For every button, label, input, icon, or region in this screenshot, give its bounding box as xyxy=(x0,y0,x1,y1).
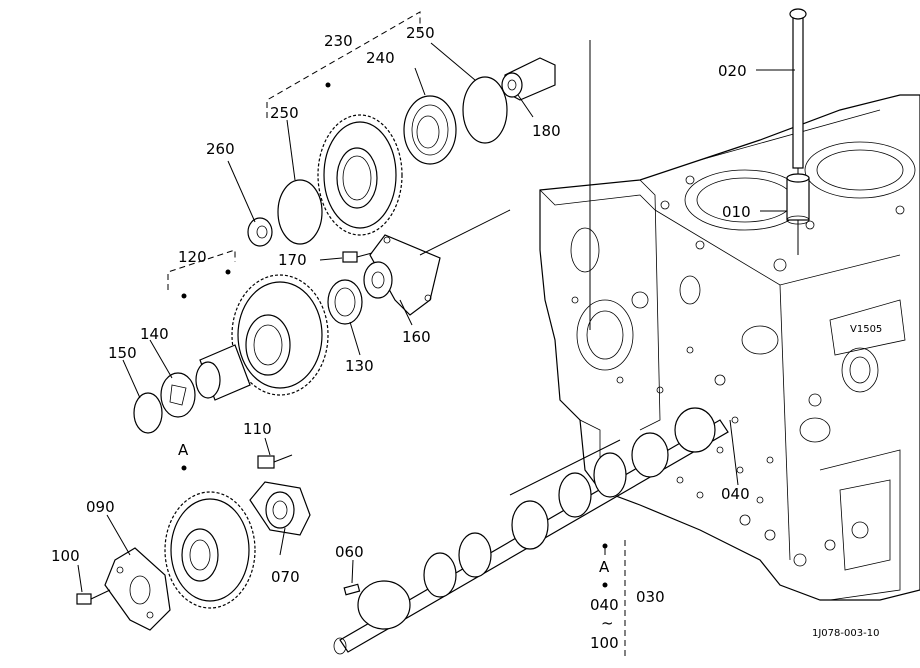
group-230-bracket xyxy=(266,11,421,118)
label-010: 010 xyxy=(722,203,751,221)
snap-ring-shaft xyxy=(133,392,163,434)
ball-bearing xyxy=(403,95,457,165)
label-040-range: 040 xyxy=(590,596,619,614)
label-020: 020 xyxy=(718,62,747,80)
label-250-lower: 250 xyxy=(270,104,299,122)
collar xyxy=(247,217,273,247)
bolt-170 xyxy=(342,251,373,263)
label-040-right: 040 xyxy=(721,485,750,503)
mark-dot-cam-gear xyxy=(181,465,187,471)
idle-shaft-housing xyxy=(363,234,441,316)
label-260: 260 xyxy=(206,140,235,158)
label-240: 240 xyxy=(366,49,395,67)
label-100-left: 100 xyxy=(51,547,80,565)
label-070: 070 xyxy=(271,568,300,586)
injection-pump-gear xyxy=(231,274,329,396)
label-mark-a-upper: A xyxy=(178,441,189,459)
label-160: 160 xyxy=(402,328,431,346)
label-130: 130 xyxy=(345,357,374,375)
label-060: 060 xyxy=(335,543,364,561)
label-090: 090 xyxy=(86,498,115,516)
idle-gear-shaft xyxy=(501,57,556,101)
leader-lines xyxy=(77,40,795,593)
holder xyxy=(249,481,311,536)
camshaft-stopper xyxy=(104,547,171,631)
snap-ring-upper xyxy=(462,76,508,144)
engine-model-mark: V1505 xyxy=(850,324,882,335)
label-140: 140 xyxy=(140,325,169,343)
idle-gear xyxy=(317,114,403,236)
label-030: 030 xyxy=(636,588,665,606)
snap-ring-lower xyxy=(277,179,323,245)
feather-key xyxy=(343,583,361,596)
mark-dot-bushing xyxy=(181,293,187,299)
bushing xyxy=(195,344,251,401)
bolt-100 xyxy=(76,589,111,605)
camshaft xyxy=(333,407,729,655)
mark-dot-pump-gear xyxy=(225,269,231,275)
label-150: 150 xyxy=(108,344,137,362)
mark-dot-idle-gear xyxy=(325,82,331,88)
label-110: 110 xyxy=(243,420,272,438)
label-range-tilde: ~ xyxy=(601,614,614,632)
tappet xyxy=(786,173,810,225)
collar-plate xyxy=(160,372,196,418)
label-170: 170 xyxy=(278,251,307,269)
label-180: 180 xyxy=(532,122,561,140)
engine-block: V1505 xyxy=(539,94,920,601)
cam-gear xyxy=(164,491,256,609)
label-mark-a-lower: A xyxy=(599,558,610,576)
mark-dot-camshaft xyxy=(602,543,608,549)
drawing-code: 1J078-003-10 xyxy=(812,628,879,639)
label-120: 120 xyxy=(178,248,207,266)
label-100-range: 100 xyxy=(590,634,619,652)
mark-dot-030 xyxy=(602,582,608,588)
group-120-bracket xyxy=(167,249,236,290)
label-230: 230 xyxy=(324,32,353,50)
thrust-washer xyxy=(327,279,363,325)
label-250-upper: 250 xyxy=(406,24,435,42)
bolt-110 xyxy=(257,454,293,469)
